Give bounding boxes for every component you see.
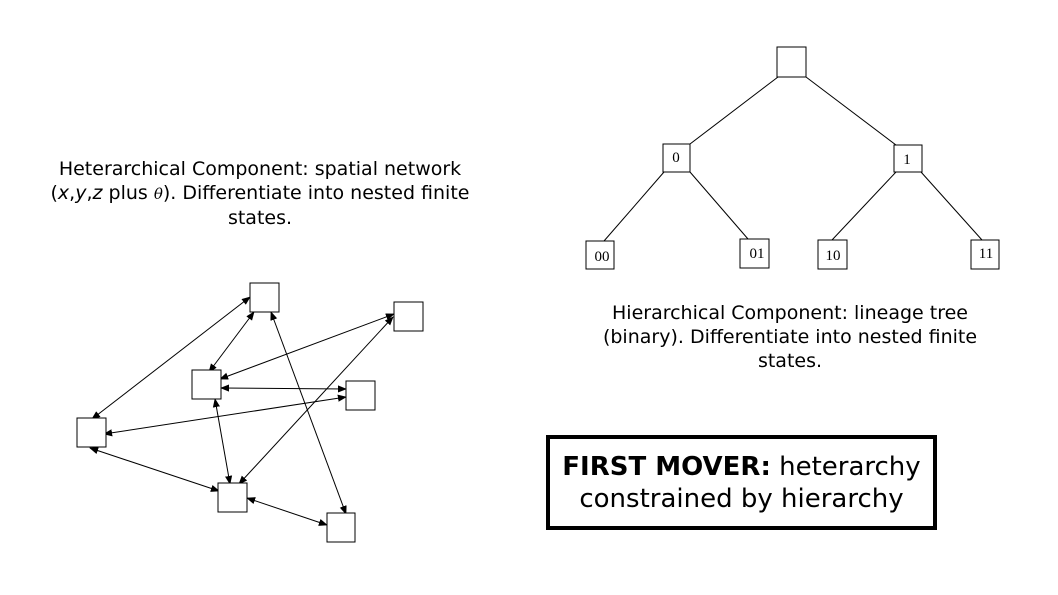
tree-label-0: 0 <box>672 150 680 166</box>
heterarchical-caption-part1: Heterarchical Component: spatial network… <box>50 158 462 204</box>
tree-node-01 <box>739 238 770 269</box>
tree-label-00: 00 <box>595 249 610 265</box>
network-edge-a-h <box>89 447 220 492</box>
tree-edge-0-01 <box>689 171 749 240</box>
network-edge-e-d <box>208 311 255 373</box>
separator-2: , <box>86 182 93 204</box>
network-edge-f-g <box>246 497 328 526</box>
theta-symbol: θ <box>153 185 163 203</box>
tree-label-11: 11 <box>979 246 993 262</box>
separator-1: , <box>69 182 76 204</box>
hierarchical-caption: Hierarchical Component: lineage tree (bi… <box>602 302 978 372</box>
network-edge-e-c <box>219 313 395 380</box>
tree-node-root <box>776 46 807 78</box>
network-node-d <box>345 380 376 411</box>
tree-edge-1-10 <box>831 171 897 241</box>
plus-word: plus <box>102 182 154 204</box>
coordinate-y: y <box>75 182 87 204</box>
network-node-a <box>76 417 107 448</box>
network-node-g <box>326 512 356 543</box>
coordinate-x: x <box>57 182 70 204</box>
tree-node-10 <box>817 239 848 270</box>
tree-node-1 <box>893 144 923 173</box>
network-edge-c-f <box>212 398 233 485</box>
network-node-b <box>249 282 280 313</box>
tree-labels: 0 1 00 01 10 11 <box>595 150 994 265</box>
coordinate-z: z <box>92 182 103 204</box>
tree-node-11 <box>970 239 1000 270</box>
tree-edge-0-00 <box>603 171 665 242</box>
tree-label-1: 1 <box>903 152 911 168</box>
first-mover-bold: FIRST MOVER: <box>562 451 771 482</box>
network-edges <box>89 296 395 526</box>
first-mover-line-2: constrained by hierarchy <box>579 483 904 514</box>
first-mover-line-1: FIRST MOVER: heterarchy <box>562 451 920 483</box>
heterarchical-caption-part2: ). Differentiate into nested finite stat… <box>162 182 470 229</box>
heterarchical-caption: Heterarchical Component: spatial network… <box>40 157 480 230</box>
tree-nodes <box>585 46 1000 270</box>
tree-label-10: 10 <box>826 248 841 264</box>
tree-node-00 <box>585 240 615 270</box>
network-edge-b-a <box>91 296 251 420</box>
tree-label-01: 01 <box>750 246 765 262</box>
network-edge-b-f <box>270 311 347 515</box>
network-nodes <box>76 282 424 543</box>
tree-edge-1-11 <box>920 171 983 241</box>
tree-edge-root-0 <box>689 76 779 145</box>
first-mover-rest: heterarchy <box>770 451 921 482</box>
network-node-c <box>191 369 222 400</box>
tree-edges <box>603 76 983 242</box>
network-node-e <box>393 301 424 332</box>
first-mover-box: FIRST MOVER: heterarchy constrained by h… <box>546 435 937 530</box>
tree-edge-root-1 <box>805 76 897 146</box>
tree-node-0 <box>662 143 691 173</box>
network-node-f <box>217 482 248 513</box>
